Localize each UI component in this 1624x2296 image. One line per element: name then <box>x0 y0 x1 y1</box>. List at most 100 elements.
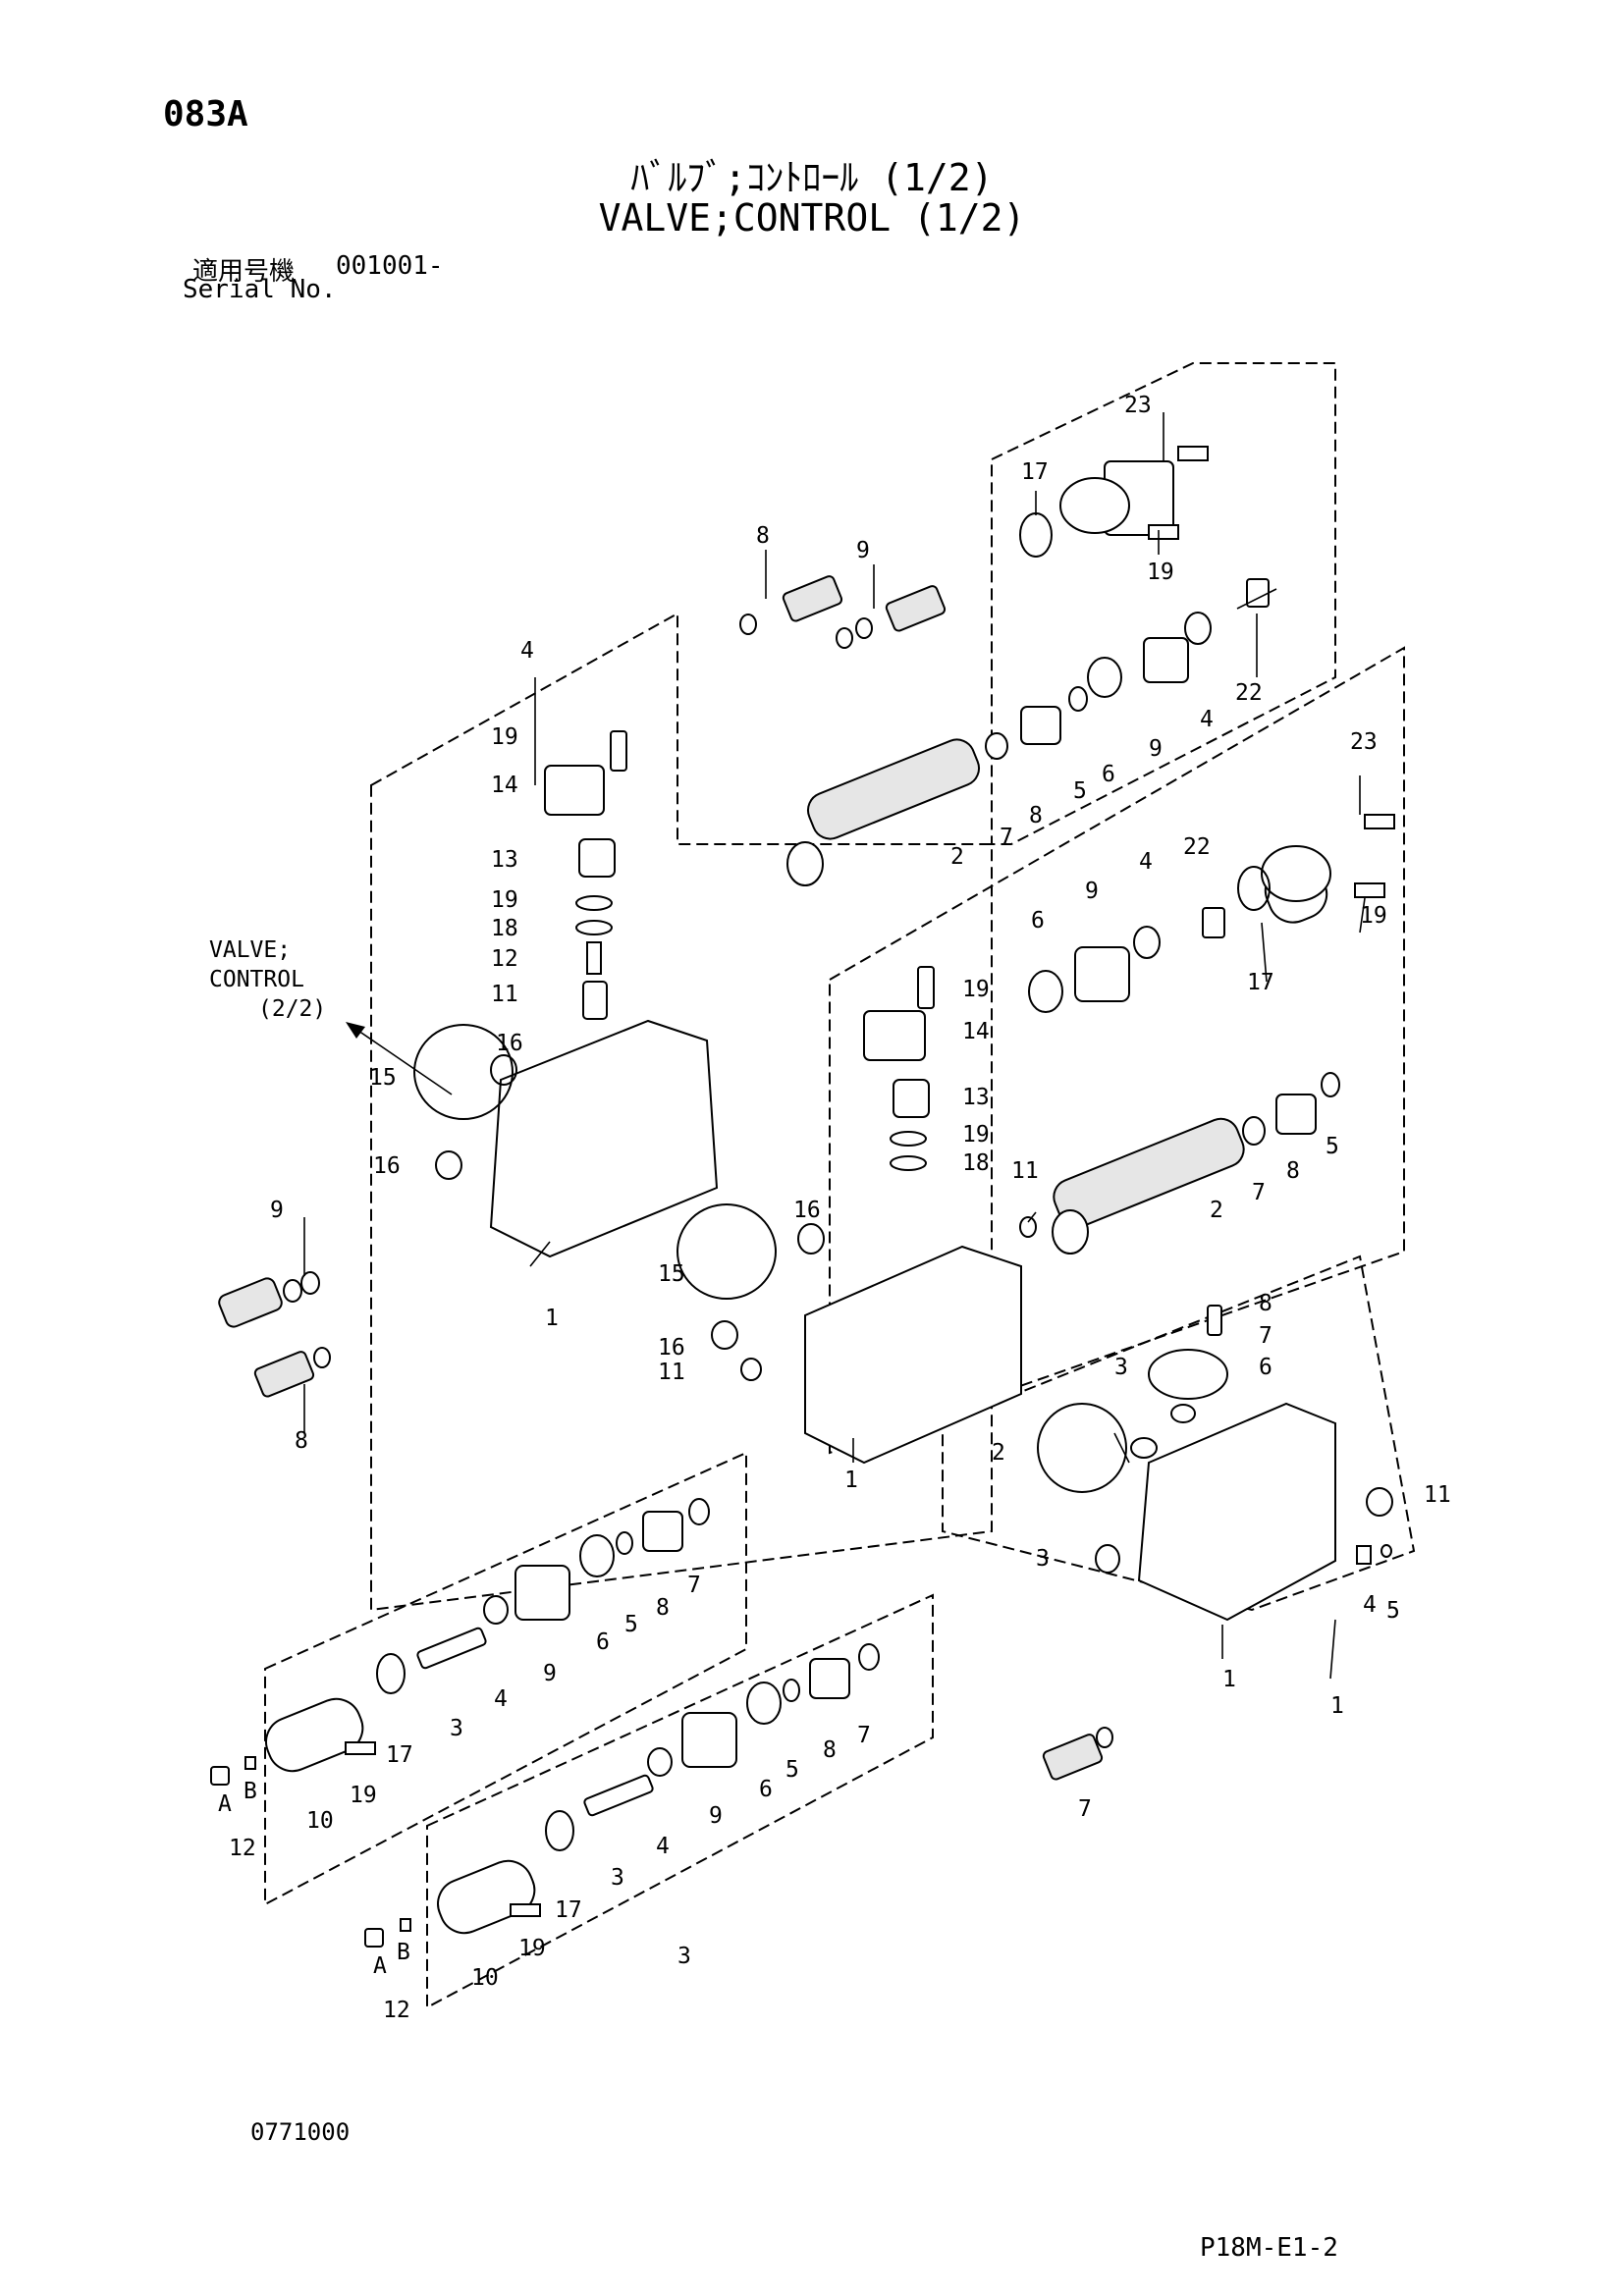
spring-9-upper <box>1143 637 1189 683</box>
callout-7: 7 <box>1252 1180 1266 1205</box>
callout-11: 11 <box>491 982 518 1007</box>
spool-end-2-right <box>1052 1209 1089 1255</box>
seat-6-upper <box>1087 657 1122 698</box>
pin-3-lower-middle <box>583 1774 654 1817</box>
callout-2: 2 <box>992 1440 1005 1466</box>
callout-7: 7 <box>857 1723 871 1748</box>
callout-7: 7 <box>687 1573 701 1598</box>
spring-9-lower-middle <box>681 1712 737 1768</box>
callout-13: 13 <box>962 1085 990 1110</box>
connector-7-end <box>1042 1734 1104 1781</box>
callout-7: 7 <box>1259 1323 1272 1349</box>
upper-valve-housing <box>413 730 719 1258</box>
footer-page-reference: P18M-E1-2 <box>1200 2233 1338 2263</box>
serial-label-english: Serial No. <box>183 275 337 304</box>
valve-body-1-upper <box>489 1019 719 1258</box>
bolt-20-lower-left <box>345 1741 376 1755</box>
callout-6: 6 <box>1031 908 1045 934</box>
seat-6-lower-middle <box>746 1682 782 1725</box>
callout-11: 11 <box>658 1360 685 1385</box>
callout-7: 7 <box>1078 1796 1092 1822</box>
callout-6: 6 <box>1102 762 1115 787</box>
retainer-7-right <box>1242 1116 1266 1146</box>
oring-16a-middle <box>797 1223 825 1255</box>
spring-8-lower-left <box>642 1511 683 1552</box>
ring-5-lower-left <box>616 1531 633 1555</box>
group-outline-right-spool <box>829 646 1405 1455</box>
middle-valve-housing <box>677 966 1037 1465</box>
bolt-20-middle <box>917 966 935 1009</box>
lower-middle-spool-stack <box>364 1643 880 1948</box>
callout-6: 6 <box>759 1777 773 1802</box>
oring-3b-end <box>1095 1544 1120 1574</box>
callout-2: 2 <box>950 844 964 870</box>
callout-10: 10 <box>306 1808 334 1834</box>
callout-9: 9 <box>856 538 870 563</box>
callout-8: 8 <box>1286 1158 1300 1184</box>
callout-12: 12 <box>491 946 518 972</box>
washer-4-right <box>1133 926 1161 959</box>
callout-6: 6 <box>596 1629 610 1655</box>
callout-20: 19 <box>1147 560 1174 585</box>
washer-4-lower-middle <box>647 1747 673 1777</box>
callout-20: 19 <box>518 1936 546 1961</box>
callout-A: A <box>218 1791 232 1817</box>
callout-16: 16 <box>373 1153 401 1179</box>
plug-11-end <box>1366 1487 1393 1517</box>
spool-2-right <box>1053 1117 1245 1229</box>
bolt-20-right <box>1354 882 1385 898</box>
callout-17: 17 <box>555 1897 582 1923</box>
callout-22: 22 <box>1235 680 1263 706</box>
callout-8: 8 <box>656 1595 670 1621</box>
callout-7: 7 <box>1000 825 1013 850</box>
callout-B: B <box>397 1940 410 1965</box>
callout-20: 19 <box>962 977 990 1002</box>
retainer-7-lower-left <box>688 1498 710 1525</box>
oring-16b-upper <box>435 1150 462 1180</box>
solenoid-flange-upper <box>1059 477 1130 534</box>
connector-9-left <box>218 1277 283 1328</box>
callout-17: 17 <box>1021 459 1049 485</box>
callout-20: 19 <box>350 1783 377 1808</box>
oring-17-lower-left <box>376 1653 406 1694</box>
callout-2: 2 <box>1210 1198 1223 1223</box>
footer-drawing-code: 0771000 <box>250 2118 351 2146</box>
callout-4: 4 <box>1139 849 1153 875</box>
page-code: 083A <box>163 94 248 134</box>
callout-14: 14 <box>491 773 518 798</box>
oring-16b-middle <box>711 1320 738 1350</box>
callout-17: 17 <box>386 1742 413 1768</box>
callout-labels: 2 3 17 19 8 9 4 19 14 13 19 1 8 12 11 16 1… <box>209 393 1451 2023</box>
oring-16a-upper <box>490 1054 517 1086</box>
group-outline-lower-left <box>264 1451 747 1906</box>
callout-9: 9 <box>709 1803 723 1829</box>
spring-8-upper <box>1020 706 1061 745</box>
bolt-20-upper-left <box>610 730 627 772</box>
callout-3: 3 <box>611 1865 624 1891</box>
callout-3: 3 <box>450 1716 463 1741</box>
callout-1: 1 <box>1330 1693 1344 1719</box>
plate-14-upper <box>544 765 605 816</box>
callout-8: 8 <box>1259 1291 1272 1316</box>
callout-12: 12 <box>383 1998 410 2023</box>
callout-5: 5 <box>785 1757 799 1783</box>
solenoid-10-lower-middle <box>437 1859 536 1935</box>
title-english: VALVE;CONTROL (1/2) <box>598 196 1026 240</box>
oring-18-middle <box>890 1155 927 1171</box>
serial-label-japanese: 適用号機 <box>192 257 296 287</box>
callout-4: 4 <box>520 638 534 664</box>
callout-A: A <box>373 1953 387 1979</box>
callout-9: 9 <box>1085 879 1099 904</box>
callout-10: 10 <box>471 1965 499 1991</box>
washer-4-upper <box>1184 612 1212 645</box>
right-spool-stack <box>1028 814 1395 1255</box>
oring-17-right <box>1237 866 1271 911</box>
group-outline-upper-spool <box>991 362 1336 845</box>
plate-14-middle <box>863 1010 926 1061</box>
callout-6: 6 <box>1259 1355 1272 1380</box>
pin-3-lower-left <box>416 1627 487 1670</box>
plug-13-upper <box>578 838 616 878</box>
callout-15: 15 <box>369 1065 397 1091</box>
callout-11: 11 <box>1424 1482 1451 1508</box>
